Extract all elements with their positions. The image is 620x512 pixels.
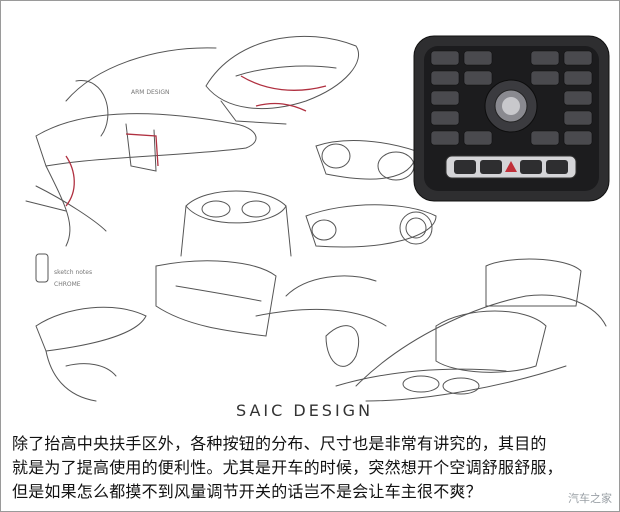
watermark: 汽车之家 — [568, 492, 612, 505]
design-sketch: ARM DESIGN sketch notes CHROME — [6, 6, 614, 430]
brand-logo: SAIC DESIGN — [236, 401, 373, 420]
svg-text:sketch notes: sketch notes — [54, 269, 92, 276]
caption-line-1: 除了抬高中央扶手区外，各种按钮的分布、尺寸也是非常有讲究的，其目的 — [12, 434, 547, 453]
caption: 除了抬高中央扶手区外，各种按钮的分布、尺寸也是非常有讲究的，其目的 就是为了提高… — [12, 432, 612, 504]
caption-line-3: 但是如果怎么都摸不到风量调节开关的话岂不是会让车主很不爽？ — [12, 482, 482, 501]
svg-text:CHROME: CHROME — [54, 281, 81, 288]
control-panel-render — [413, 35, 610, 202]
svg-text:ARM DESIGN: ARM DESIGN — [131, 89, 169, 96]
caption-line-2: 就是为了提高使用的便利性。尤其是开车的时候，突然想开个空调舒服舒服， — [12, 458, 563, 477]
sketch-drawing: ARM DESIGN sketch notes CHROME — [25, 35, 610, 420]
